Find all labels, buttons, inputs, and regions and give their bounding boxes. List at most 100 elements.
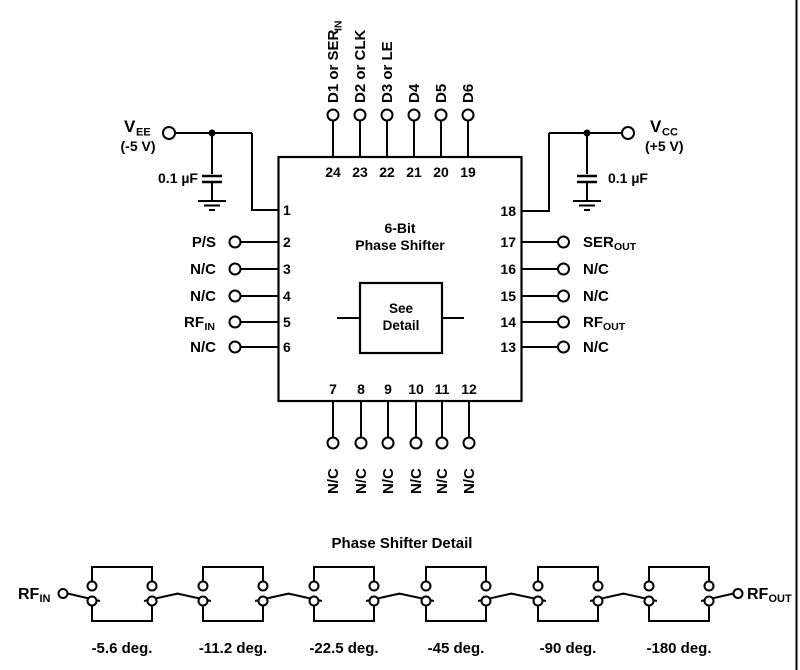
ic-name-line2: Phase Shifter [355,237,445,253]
vee-capacitor [202,174,222,184]
phase-stage-1: -5.6 deg. [67,566,179,657]
top-pins: 24 D1 or SER IN 23 D2 or CLK 22 D3 or LE [325,21,477,181]
switch-contact [197,595,209,607]
stage-top-loop [537,566,599,582]
vcc-supply: V CC (+5 V) 0.1 µF [549,117,684,211]
pin-terminal [228,315,242,329]
stage-top-loop [202,566,264,582]
pin-18: 18 [500,133,550,219]
pin-number: 9 [384,381,392,397]
pin-19: 19 D6 [460,84,477,180]
pin-terminal [353,108,367,122]
pin-terminal [326,436,340,450]
pin-number: 6 [283,339,291,355]
switch-contact [308,580,320,592]
pin-label: N/C [583,261,609,278]
left-pins: 1 P/S 2 N/C 3 N/C 4 RF IN 5 [184,133,291,356]
stage-label: -11.2 deg. [199,640,267,657]
pin-1: 1 [251,133,291,218]
switch-contact [592,580,604,592]
pin-17: 17 SER OUT [500,234,636,253]
rf-out-terminal-group: RF OUT [732,586,793,605]
switch-contact [643,580,655,592]
stage-bottom-loop [91,605,153,622]
vee-symbol: V [124,117,136,136]
switch-contact [257,580,269,592]
pin-number: 1 [283,202,291,218]
ground-symbol-right [573,200,601,211]
pin-label: N/C [434,468,451,494]
rf-out-label-sub: OUT [769,593,793,605]
stage-bottom-loop [425,605,487,622]
pin-21: 21 D4 [406,83,423,180]
pin-label: D3 or LE [379,41,396,103]
pin-wire [251,133,278,211]
switch-contact [368,580,380,592]
pin-label: D4 [406,83,423,103]
switch-contact [146,580,158,592]
switch-contact [257,595,269,607]
switch-contact [146,595,158,607]
ic-name-line1: 6-Bit [384,220,415,236]
right-pins: 18 17 SER OUT 16 N/C 15 N/C 14 [500,133,637,356]
stage-label: -22.5 deg. [309,640,378,657]
pin-number: 8 [357,381,365,397]
switch-contact [532,580,544,592]
stage-top-loop [313,566,375,582]
ic-body: 6-Bit Phase Shifter See Detail [277,155,523,403]
pin-number: 3 [283,261,291,277]
pin-number: 5 [283,314,291,330]
switch-contact [532,595,544,607]
pin-10: 10 N/C [408,381,425,494]
pin-23: 23 D2 or CLK [352,29,369,180]
pin-label: RF [184,314,204,331]
pin-4: N/C 4 [190,288,291,305]
pin-label: N/C [461,468,478,494]
phase-stage-3: -22.5 deg. [287,566,401,657]
pin-terminal [557,235,570,249]
vee-terminal [162,126,176,140]
pin-terminal [435,436,449,450]
switch-contact [197,580,209,592]
stage-bottom-loop [648,605,710,622]
detail-title: Phase Shifter Detail [332,535,473,552]
vcc-terminal [621,126,635,140]
pin-label: N/C [408,468,425,494]
vcc-capacitor [577,174,597,184]
pin-label: N/C [353,468,370,494]
pin-16: 16 N/C [500,261,609,278]
see-detail-line1: See [389,301,414,316]
pin-label: D5 [433,84,450,103]
pin-terminal [354,436,368,450]
pin-6: N/C 6 [190,339,291,356]
switch-contact [420,595,432,607]
pin-terminal [409,436,423,450]
pin-label: N/C [190,288,216,305]
pin-9: 9 N/C [380,381,397,494]
pin-number: 10 [408,381,424,397]
pin-label: D6 [460,84,477,103]
switch-contact [703,595,715,607]
switch-contact [420,580,432,592]
pin-5: RF IN 5 [184,314,291,333]
pin-terminal [461,108,475,122]
vee-voltage: (-5 V) [121,138,156,154]
pin-number: 11 [435,381,450,397]
pin-number: 2 [283,234,291,250]
stage-label: -5.6 deg. [92,640,153,657]
pin-label: N/C [583,339,609,356]
pin-number: 19 [460,164,476,180]
rf-in-terminal [57,588,69,599]
rf-in-terminal-group: RF IN [18,586,69,605]
vcc-cap-value: 0.1 µF [608,170,648,186]
pin-number: 20 [433,164,449,180]
pin-wire [521,133,550,212]
pin-number: 15 [500,288,516,304]
switch-contact [480,595,492,607]
pin-13: 13 N/C [500,339,609,356]
phase-shifter-detail: Phase Shifter Detail RF IN -5.6 deg. [18,535,792,657]
pin-14: 14 RF OUT [500,314,625,333]
pin-11: 11 N/C [434,381,451,494]
